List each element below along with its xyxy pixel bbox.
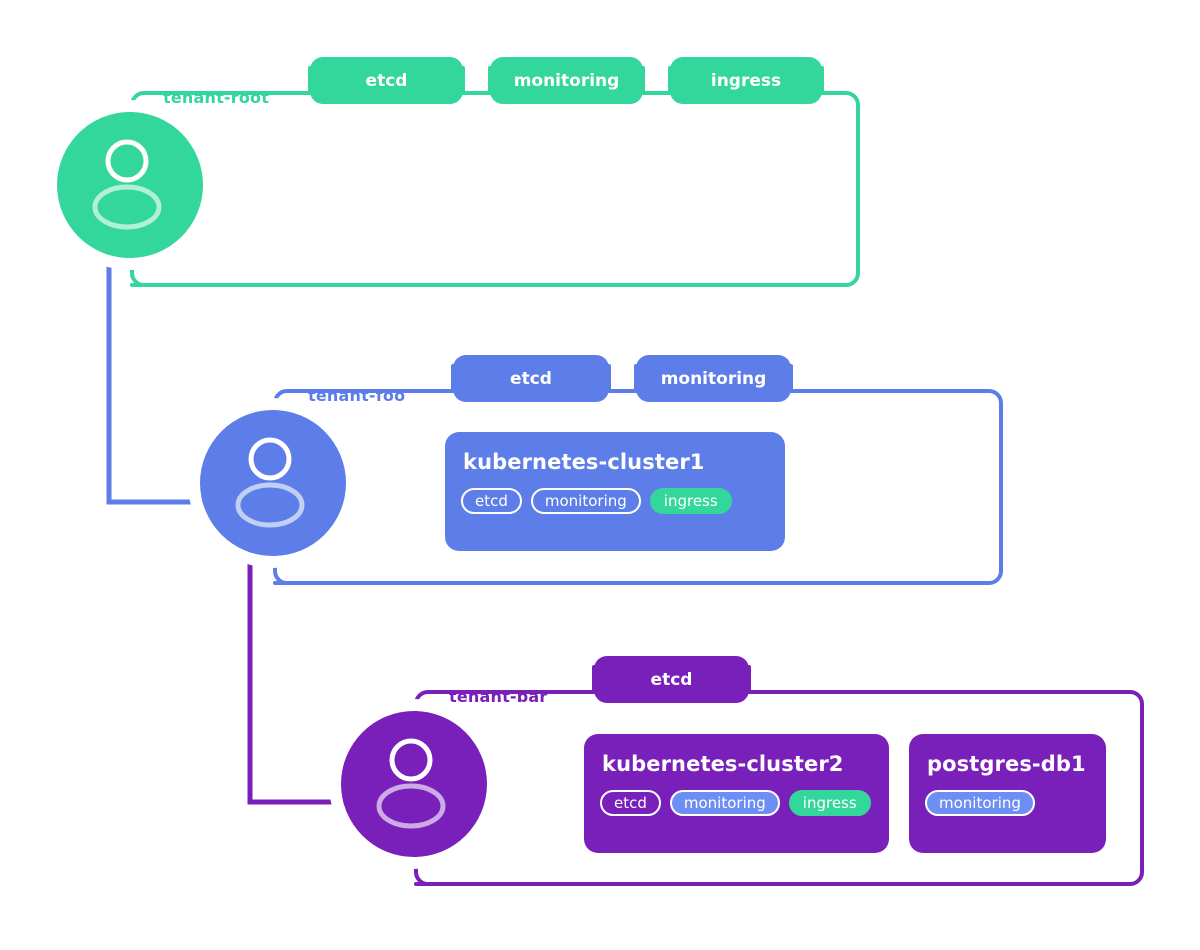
chip-ingress[interactable]: ingress [788,790,871,816]
tenant-root-service-ingress[interactable]: ingress [670,57,822,104]
tenant-root-label: tenant-root [163,88,270,107]
resource-title: kubernetes-cluster2 [602,752,844,776]
chip-ingress[interactable]: ingress [649,488,732,514]
chip-monitoring[interactable]: monitoring [925,790,1035,816]
tenant-bar-service-etcd[interactable]: etcd [594,656,749,703]
resource-chip-row: monitoring [925,790,1090,816]
tenant-foo-service-monitoring[interactable]: monitoring [636,355,791,402]
resource-card-postgres-db1[interactable]: postgres-db1 monitoring [909,734,1106,853]
resource-chip-row: etcd monitoring ingress [600,790,873,816]
resource-card-kubernetes-cluster2[interactable]: kubernetes-cluster2 etcd monitoring ingr… [584,734,889,853]
resource-card-kubernetes-cluster1[interactable]: kubernetes-cluster1 etcd monitoring ingr… [445,432,785,551]
chip-monitoring[interactable]: monitoring [530,488,641,514]
chip-etcd[interactable]: etcd [600,790,661,816]
tenant-foo-label: tenant-foo [308,386,406,405]
chip-monitoring[interactable]: monitoring [669,790,780,816]
resource-chip-row: etcd monitoring ingress [461,488,769,514]
tenant-bar-label: tenant-bar [449,687,548,706]
resource-title: postgres-db1 [927,752,1086,776]
chip-etcd[interactable]: etcd [461,488,522,514]
tenant-foo-service-etcd[interactable]: etcd [453,355,609,402]
tenant-root-service-etcd[interactable]: etcd [310,57,463,104]
resource-title: kubernetes-cluster1 [463,450,705,474]
tenant-root-service-monitoring[interactable]: monitoring [490,57,643,104]
